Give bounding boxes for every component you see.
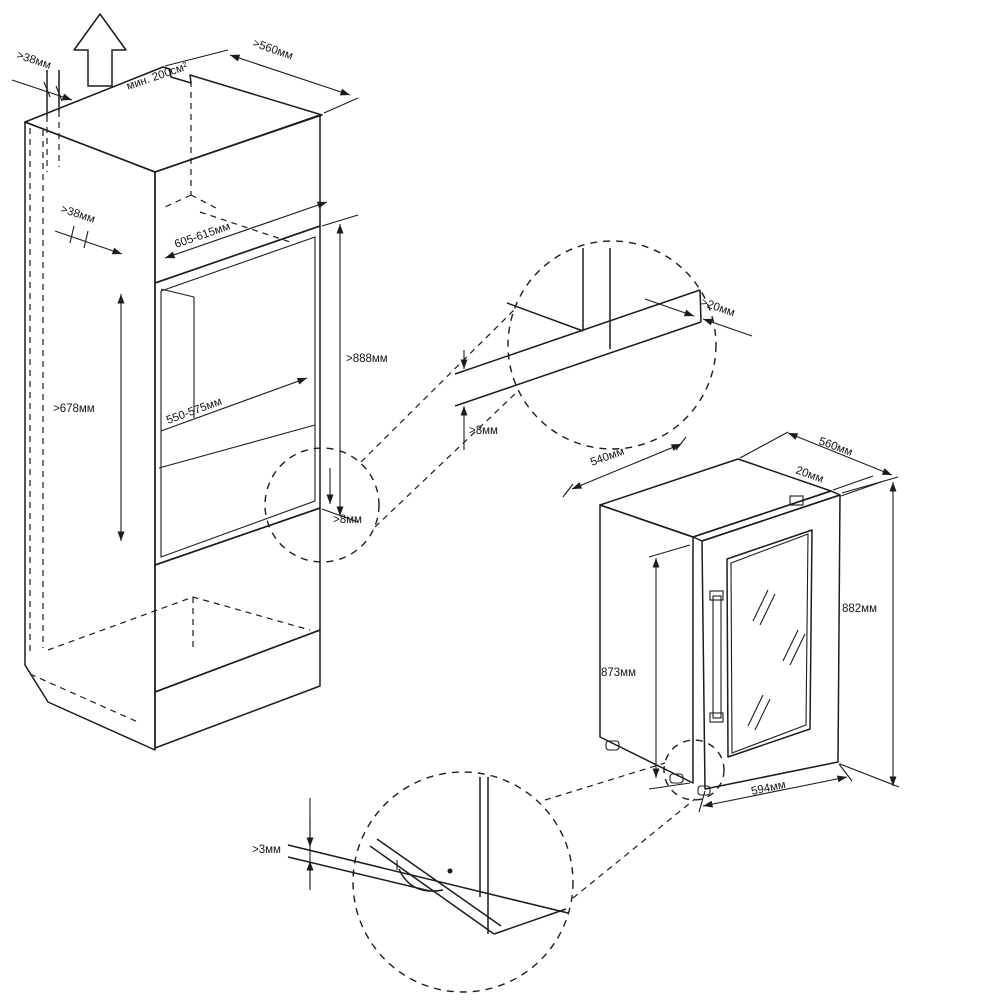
vent-duct: [46, 70, 60, 116]
door-handle: [709, 590, 724, 723]
appliance-unit: [599, 458, 841, 796]
cabinet-column: [24, 13, 323, 751]
screw-dot: [447, 868, 453, 874]
cabinet-dimensions: >560мм >38мм мин. 200см² 605-615мм >38мм…: [11, 37, 388, 541]
appliance-foot-back: [605, 740, 620, 751]
door-glass-inner-frame: [730, 533, 809, 754]
niche-frame-inner: [160, 236, 316, 558]
dim-label-inner-height: >678мм: [53, 403, 95, 415]
dim-label-vent-area: мин. 200см²: [125, 61, 189, 93]
niche-opening: [154, 225, 321, 566]
door-glass-panel: [726, 529, 813, 758]
cabinet-side-panel: [24, 121, 156, 751]
detail-circle-bottom: [352, 771, 574, 993]
dim-label-floor-gap: >3мм: [252, 844, 281, 856]
dim-label-width: 594мм: [750, 779, 787, 798]
dim-label-body-depth: 540мм: [589, 446, 626, 469]
dim-label-rear-gap: >38мм: [59, 203, 96, 225]
dim-label-top-depth: >560мм: [251, 37, 294, 62]
detail-top-view: >20мм >8мм: [454, 240, 753, 450]
detail-leader-bottom: [544, 762, 696, 899]
detail-bottom-view: >3мм: [252, 771, 574, 993]
dim-label-total-height: 882мм: [842, 603, 877, 615]
niche-interior-lines: [158, 288, 316, 469]
cabinet-upper-band: [154, 114, 321, 284]
dim-label-niche-bottom-gap: >8мм: [333, 514, 362, 526]
dim-label-vent-gap: >38мм: [15, 49, 52, 71]
vent-channel-hidden-lines: [164, 81, 291, 243]
airflow-arrow-icon: [73, 13, 127, 87]
appliance-dimensions: 540мм 560мм 20мм 882мм 873мм 594мм: [562, 431, 900, 813]
dim-label-niche-width: 605-615мм: [173, 221, 232, 251]
glass-reflection-lines: [747, 589, 806, 731]
vent-duct-hidden: [46, 111, 60, 172]
detail-leader-top: [360, 307, 518, 528]
dim-label-detail-shelf-gap: >8мм: [469, 425, 498, 437]
appliance-door-top-edge: [692, 490, 841, 542]
door-handle-recess: [398, 868, 444, 892]
dim-label-niche-height: >888мм: [346, 353, 388, 365]
appliance-door-face: [701, 494, 841, 790]
dim-label-body-height: 873мм: [601, 667, 636, 679]
detail-circle-top: [507, 240, 717, 450]
cabinet-top-face: [24, 66, 323, 173]
cabinet-plinth: [154, 629, 321, 749]
appliance-foot-mid: [669, 773, 684, 784]
plinth-hidden-lines: [29, 596, 311, 724]
side-hidden-edges: [29, 128, 44, 655]
dim-label-total-depth: 560мм: [817, 436, 854, 459]
dim-label-door-thickness: 20мм: [794, 465, 825, 486]
dim-label-detail-front-gap: >20мм: [699, 296, 736, 319]
cabinet-lower-band: [154, 507, 321, 693]
detail-circle-foot: [663, 739, 725, 801]
door-hinge: [789, 495, 804, 506]
detail-circle-niche: [264, 447, 380, 563]
